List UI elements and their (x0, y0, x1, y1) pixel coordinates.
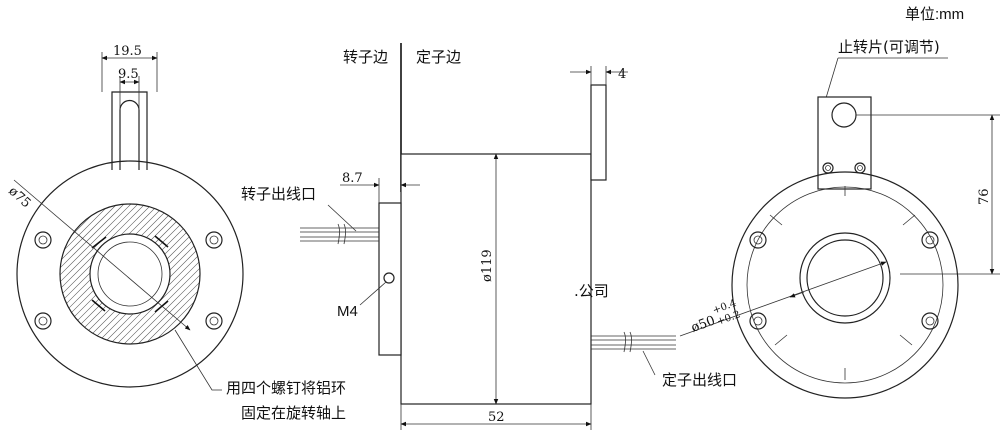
stop-tab (817, 96, 872, 190)
hatch-line (60, 204, 145, 345)
bore-inner (806, 239, 884, 317)
hatch-line (60, 204, 173, 345)
hatched-ring (60, 204, 201, 345)
note-leader (174, 329, 222, 391)
hatch-line (60, 204, 138, 345)
radial-slots (769, 186, 916, 380)
hatch-line (96, 204, 201, 345)
label-rotor-side: 转子边 (343, 48, 388, 66)
bore-leader (679, 261, 887, 337)
left-front-view: 19.5 9.5 ø75 用四个螺钉将铝环 固定在旋转轴上 (5, 44, 346, 422)
hatch-line (173, 204, 201, 345)
hatch-line (60, 204, 180, 345)
label-rotor-outlet: 转子出线口 (241, 185, 316, 203)
stator-wires (591, 331, 676, 353)
label-screw: M4 (337, 303, 358, 320)
stop-tab-outline (111, 91, 148, 170)
hatch-line (60, 204, 166, 345)
hatch-line (131, 204, 201, 345)
dia-leader (13, 179, 191, 331)
hatch-line (60, 204, 131, 345)
hatch-line (110, 204, 201, 345)
rotor-flange (378, 202, 402, 356)
dim-plate: 4 (618, 67, 626, 82)
mounting-holes (34, 231, 223, 330)
label-stator-outlet: 定子出线口 (662, 371, 737, 389)
hatch-line (60, 204, 96, 345)
dim-tab-outer: 19.5 (113, 44, 142, 59)
hatch-line (89, 204, 201, 345)
dim-height: 76 (977, 188, 992, 205)
hatch-line (60, 204, 110, 345)
hatch-line (60, 204, 75, 345)
hatch-line (138, 204, 201, 345)
dim-tab-inner: 9.5 (118, 67, 139, 82)
hatch-line (60, 204, 159, 345)
dim-length: 52 (488, 410, 505, 425)
back-mounting-holes (749, 231, 939, 330)
watermark-text: .公司 (574, 282, 609, 300)
note-line2: 固定在旋转轴上 (241, 404, 346, 422)
dim-flange: 8.7 (342, 171, 363, 186)
label-stop-tab: 止转片(可调节) (838, 38, 940, 56)
screw-hole (383, 272, 395, 284)
side-view: 转子边 定子边 4 8.7 M4 转子出线口 ø11 (241, 43, 737, 430)
note-line1: 用四个螺钉将铝环 (226, 379, 346, 397)
hatch-line (124, 204, 201, 345)
hatch-line (60, 204, 124, 345)
right-back-view: 止转片(可调节) 76 (679, 38, 1000, 399)
hatch-line (60, 204, 152, 345)
stator-plate (590, 84, 607, 181)
hatch-line (103, 204, 201, 345)
hatch-line (60, 204, 82, 345)
bore-outer (799, 232, 891, 324)
rotor-wires (300, 223, 379, 245)
dim-body-diameter: ø119 (480, 249, 495, 282)
hatch-line (187, 204, 201, 345)
outer-disc (16, 160, 244, 388)
hatch-line (117, 204, 201, 345)
stop-tab-slot (119, 99, 140, 170)
hatch-line (60, 204, 61, 345)
label-stator-side: 定子边 (416, 48, 461, 66)
hatch-line (60, 204, 68, 345)
dim-bore: ø50 (689, 313, 717, 335)
dim-diameter: ø75 (5, 184, 33, 211)
back-disc (731, 171, 959, 399)
hatch-line (194, 204, 201, 345)
units-label: 单位:mm (905, 6, 964, 23)
hatch-line (60, 204, 103, 345)
hatch-line (82, 204, 201, 345)
